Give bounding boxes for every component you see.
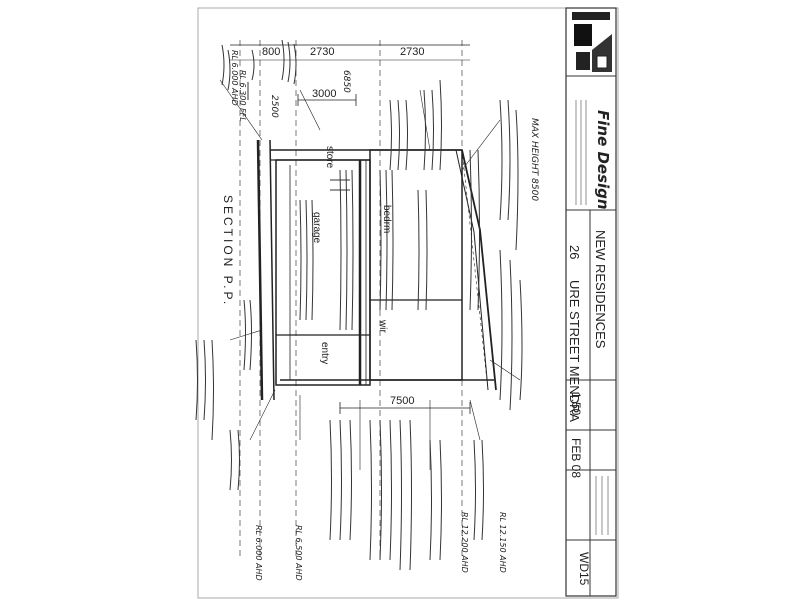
- dim-2730-a: 2730: [310, 46, 334, 58]
- company-logo: [572, 12, 612, 72]
- dim-2500: 2500: [269, 95, 279, 118]
- rl-left-top: RL 6.000 AHD: [230, 50, 239, 106]
- sheet-border: [197, 7, 619, 599]
- section-title: SECTION P.P.: [221, 195, 235, 307]
- company-details: [575, 100, 587, 205]
- rl-right-top: RL 12.200 AHD: [460, 512, 469, 573]
- company-name: Fine Design: [594, 110, 612, 210]
- drawing-date: FEB 08: [569, 438, 583, 478]
- rl-bottom-a: RL 6.000 AHD: [254, 525, 263, 581]
- room-labels: store garage bedrm wir entry: [311, 146, 392, 364]
- address-street: URE STREET MENDRA: [567, 280, 582, 422]
- room-garage: garage: [311, 212, 322, 244]
- dim-7500: 7500: [390, 395, 414, 407]
- level-labels: RL 6.000 AHD RL 6.300 FFL RL 12.200 AHD …: [230, 50, 507, 581]
- dim-2730-b: 2730: [400, 46, 424, 58]
- revision-notes: [595, 476, 609, 535]
- dimension-labels: 800 2730 2730 3000 7500 2500 6850: [262, 46, 424, 407]
- room-wir: wir: [377, 319, 388, 333]
- rl-bottom-b: RL 6.500 AHD: [294, 525, 303, 581]
- rl-right-mid: RL 12.150 AHD: [498, 512, 507, 573]
- handwritten-notes: [195, 39, 523, 571]
- title-block: Fine Design NEW RESIDENCES 26 URE STREET…: [565, 7, 617, 597]
- dim-3000: 3000: [312, 88, 336, 100]
- dim-6850: 6850: [341, 70, 351, 93]
- rl-left-mid: RL 6.300 FFL: [238, 70, 247, 122]
- drawing-scale: 1:50: [569, 392, 583, 416]
- slab-line: [269, 139, 275, 401]
- max-height-label: MAX HEIGHT 8500: [529, 118, 539, 201]
- dim-800: 800: [262, 46, 280, 58]
- room-entry: entry: [319, 342, 330, 364]
- address-number: 26: [567, 245, 582, 259]
- room-store: store: [324, 146, 335, 169]
- drawing-number: WD15: [577, 552, 591, 586]
- project-title: NEW RESIDENCES: [593, 230, 608, 349]
- room-bedrm: bedrm: [381, 205, 392, 233]
